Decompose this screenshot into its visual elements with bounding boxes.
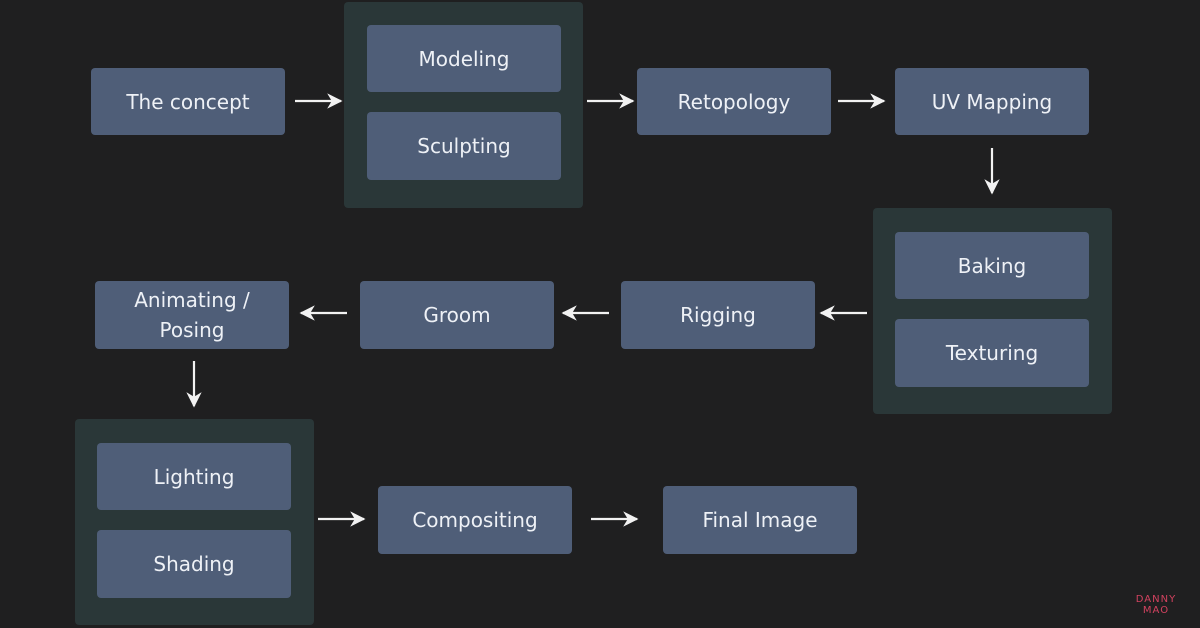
- node-animating-posing: Animating / Posing: [95, 281, 289, 349]
- node-retopology: Retopology: [637, 68, 831, 135]
- node-texturing: Texturing: [895, 319, 1089, 387]
- node-modeling: Modeling: [367, 25, 561, 92]
- node-lighting: Lighting: [97, 443, 291, 510]
- node-uv-mapping: UV Mapping: [895, 68, 1089, 135]
- node-sculpting: Sculpting: [367, 112, 561, 180]
- node-the-concept: The concept: [91, 68, 285, 135]
- watermark-line-1: DANNY: [1135, 594, 1177, 605]
- node-final-image: Final Image: [663, 486, 857, 554]
- node-baking: Baking: [895, 232, 1089, 299]
- node-groom: Groom: [360, 281, 554, 349]
- node-shading: Shading: [97, 530, 291, 598]
- watermark-line-2: MAO: [1142, 605, 1170, 616]
- node-compositing: Compositing: [378, 486, 572, 554]
- watermark-logo: DANNY MAO: [1128, 594, 1184, 616]
- node-rigging: Rigging: [621, 281, 815, 349]
